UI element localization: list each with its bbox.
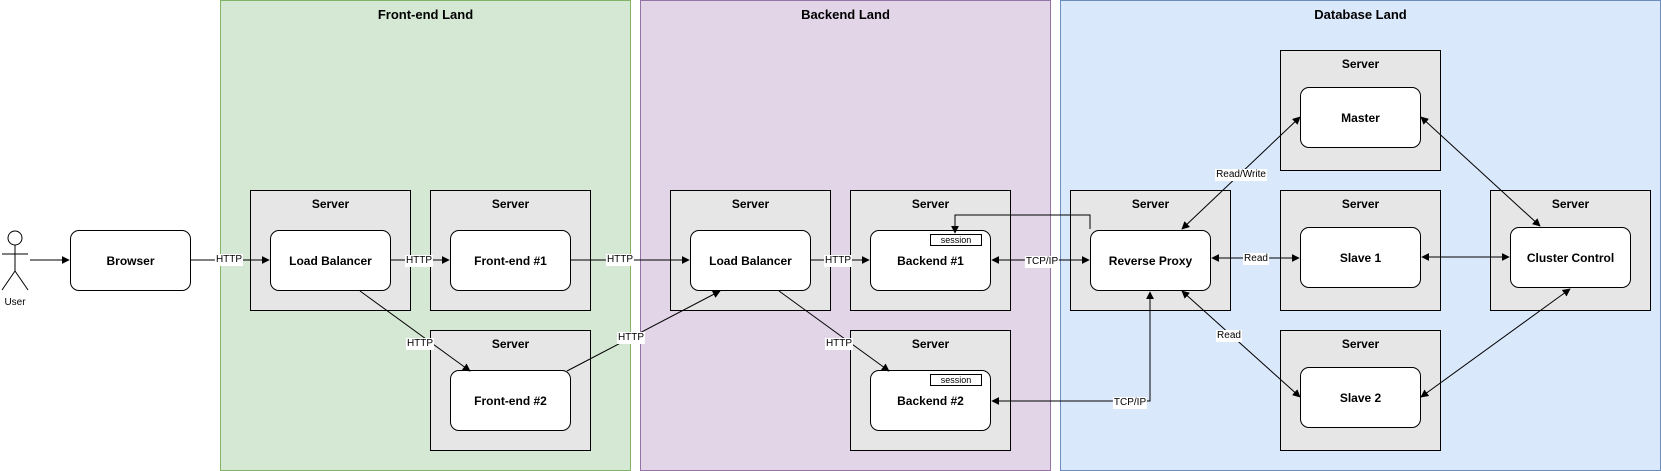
slave-1-node[interactable]: Slave 1 bbox=[1300, 227, 1421, 288]
backend-2-label: Backend #2 bbox=[897, 393, 964, 408]
edge-label-browser-felb: HTTP bbox=[214, 254, 244, 266]
edge-proxy-slave2 bbox=[1181, 290, 1301, 398]
edge-label-be2-proxy: TCP/IP bbox=[1112, 397, 1148, 409]
server-title: Server bbox=[1341, 197, 1380, 211]
edge-label-proxy-slave1: Read bbox=[1243, 253, 1269, 265]
edge-label-fe1-belb: HTTP bbox=[605, 254, 635, 266]
edge-fe2-belb bbox=[566, 290, 721, 372]
edge-be2-proxy bbox=[991, 291, 1154, 405]
frontend-load-balancer-node[interactable]: Load Balancer bbox=[270, 230, 391, 291]
edge-label-proxy-master: Read/Write bbox=[1215, 169, 1267, 181]
server-title: Server bbox=[491, 337, 530, 351]
backend-1-label: Backend #1 bbox=[897, 253, 964, 268]
zone-backend-title: Backend Land bbox=[801, 7, 890, 22]
server-title: Server bbox=[1131, 197, 1170, 211]
server-title: Server bbox=[1551, 197, 1590, 211]
server-title: Server bbox=[731, 197, 770, 211]
edge-felb-fe2 bbox=[359, 290, 471, 372]
reverse-proxy-node[interactable]: Reverse Proxy bbox=[1090, 230, 1211, 291]
edge-slave2-cluster bbox=[1420, 288, 1571, 398]
edge-label-belb-be1: HTTP bbox=[823, 255, 853, 267]
slave-2-node[interactable]: Slave 2 bbox=[1300, 367, 1421, 428]
server-title: Server bbox=[911, 197, 950, 211]
backend-1-session-tag: session bbox=[930, 234, 982, 246]
frontend-1-node[interactable]: Front-end #1 bbox=[450, 230, 571, 291]
zone-frontend-title: Front-end Land bbox=[377, 7, 474, 22]
edge-label-felb-fe2: HTTP bbox=[405, 338, 435, 350]
server-title: Server bbox=[1341, 57, 1380, 71]
edge-label-be1-proxy: TCP/IP bbox=[1024, 256, 1060, 268]
edge-label-proxy-slave2: Read bbox=[1216, 330, 1242, 342]
edge-label-belb-be2: HTTP bbox=[824, 338, 854, 350]
cluster-control-node[interactable]: Cluster Control bbox=[1510, 227, 1631, 288]
edge-belb-be2 bbox=[778, 290, 890, 372]
user-label: User bbox=[4, 297, 26, 308]
person-icon bbox=[1, 230, 29, 291]
backend-load-balancer-node[interactable]: Load Balancer bbox=[690, 230, 811, 291]
edge-master-cluster bbox=[1420, 116, 1541, 227]
server-title: Server bbox=[311, 197, 350, 211]
server-title: Server bbox=[1341, 337, 1380, 351]
edge-proxy-session bbox=[951, 214, 1091, 234]
browser-node[interactable]: Browser bbox=[70, 230, 191, 291]
backend-2-session-tag: session bbox=[930, 374, 982, 386]
edge-label-felb-fe1: HTTP bbox=[404, 255, 434, 267]
zone-database-title: Database Land bbox=[1314, 7, 1407, 22]
server-title: Server bbox=[491, 197, 530, 211]
frontend-2-node[interactable]: Front-end #2 bbox=[450, 370, 571, 431]
edge-label-fe2-belb: HTTP bbox=[616, 332, 646, 344]
server-title: Server bbox=[911, 337, 950, 351]
